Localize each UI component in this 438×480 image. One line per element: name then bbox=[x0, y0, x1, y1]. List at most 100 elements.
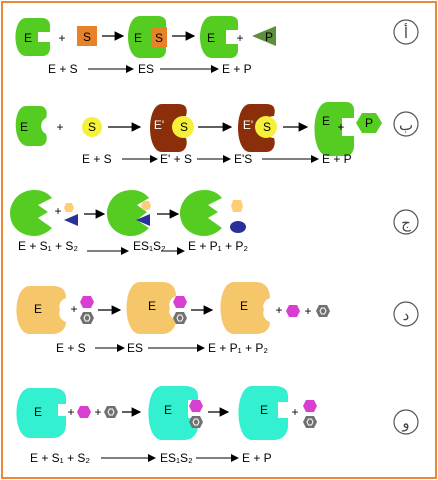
enzyme-label: E bbox=[164, 403, 172, 417]
enzyme-shape bbox=[107, 190, 149, 236]
row-label-circle bbox=[393, 209, 419, 235]
row-label-circle bbox=[393, 301, 419, 327]
enzyme-shape bbox=[314, 102, 354, 156]
product-magenta-hexagon bbox=[286, 305, 300, 317]
equation-term: E + S bbox=[56, 341, 86, 355]
substrate-magenta-hexagon bbox=[77, 406, 91, 418]
substrate-label: S bbox=[83, 30, 91, 44]
enzyme-shape bbox=[16, 286, 66, 334]
substrate-magenta-hexagon bbox=[80, 296, 94, 308]
hexagon-inner bbox=[319, 307, 327, 315]
plus-sign: + bbox=[70, 302, 77, 316]
product-grey-hexagon bbox=[316, 305, 330, 317]
bound-substrate bbox=[151, 27, 167, 47]
enzyme-shape bbox=[200, 16, 238, 58]
equation-term: ES₁S₂ bbox=[160, 451, 193, 465]
substrate-label: S bbox=[180, 120, 188, 134]
plus-sign: + bbox=[337, 120, 344, 134]
equation-term: ES bbox=[127, 341, 143, 355]
bound-substrate bbox=[172, 116, 194, 138]
row-jim: + E + S₁ + S₂ ES₁S₂ E + P₁ + P₂ ج bbox=[10, 190, 419, 255]
product-triangle bbox=[252, 26, 276, 46]
hexagon-inner bbox=[306, 418, 314, 426]
plus-sign: + bbox=[304, 304, 311, 318]
equation-term: E + P bbox=[222, 62, 252, 76]
plus-sign: + bbox=[54, 204, 61, 218]
row-alif: E + S E S E + P E + S ES E + P أ bbox=[15, 16, 419, 76]
substrate-small-hexagon bbox=[64, 203, 74, 212]
equation-term: E + P₁ + P₂ bbox=[188, 239, 248, 253]
row-label-circle bbox=[393, 111, 419, 137]
plus-sign: + bbox=[67, 405, 74, 419]
equation-term: E + S₁ + S₂ bbox=[30, 451, 90, 465]
bound-substrate-hexagon bbox=[141, 201, 151, 210]
enzyme-shape bbox=[128, 16, 166, 58]
enzyme-shape bbox=[16, 388, 66, 438]
row-label: ج bbox=[401, 215, 411, 232]
enzyme-label: E bbox=[134, 31, 142, 45]
plus-sign: + bbox=[275, 303, 282, 317]
product-hexagon bbox=[356, 113, 382, 133]
substrate-square bbox=[77, 26, 97, 46]
hexagon-inner bbox=[192, 418, 200, 426]
product-label: P bbox=[265, 30, 273, 44]
bound-magenta-hexagon bbox=[189, 400, 203, 412]
row-label: د bbox=[403, 307, 410, 324]
plus-sign: + bbox=[58, 31, 65, 45]
equation-term: ES₁S₂ bbox=[133, 239, 166, 253]
hexagon-inner bbox=[83, 314, 91, 322]
enzyme-label: E bbox=[34, 405, 42, 419]
enzyme-shape bbox=[15, 18, 50, 56]
row-ba: E + S E' S E' S E + P E + S E' + S E'S E… bbox=[15, 102, 419, 166]
enzyme-label: E bbox=[34, 302, 42, 316]
enzyme-shape bbox=[10, 190, 52, 236]
enzyme-shape bbox=[238, 386, 288, 440]
bound-grey-hexagon bbox=[173, 312, 187, 324]
plus-sign: + bbox=[291, 405, 298, 419]
enzyme-label: E' bbox=[154, 118, 164, 132]
equation-term: E + P bbox=[322, 152, 352, 166]
row-dal: E + E E + + E + S ES E + P₁ + P₂ د bbox=[16, 282, 419, 355]
row-label: ب bbox=[399, 117, 413, 134]
equation-term: ES bbox=[138, 62, 154, 76]
enzyme-label: E bbox=[322, 114, 330, 128]
row-label-circle bbox=[393, 19, 419, 45]
row-label-circle bbox=[393, 409, 419, 435]
enzyme-shape bbox=[148, 386, 198, 440]
hexagon-inner bbox=[107, 408, 115, 416]
enzyme-label: E bbox=[240, 299, 248, 313]
enzyme-shape bbox=[180, 190, 222, 236]
equation-term: E' + S bbox=[160, 152, 192, 166]
enzyme-label: E bbox=[20, 120, 28, 134]
enzyme-label: E bbox=[207, 31, 215, 45]
product-grey-hexagon bbox=[303, 416, 317, 428]
plus-sign: + bbox=[94, 405, 101, 419]
bound-grey-hexagon bbox=[189, 416, 203, 428]
equation-term: E + S₁ + S₂ bbox=[18, 239, 78, 253]
row-waw: E + + E E + E + S₁ + S₂ ES₁S₂ E + P و bbox=[16, 386, 419, 465]
substrate-label: S bbox=[263, 120, 271, 134]
enzyme-label: E bbox=[24, 31, 32, 45]
bound-magenta-hexagon bbox=[173, 296, 187, 308]
bound-substrate-triangle bbox=[136, 214, 150, 226]
plus-sign: + bbox=[56, 120, 63, 134]
plus-sign: + bbox=[236, 31, 243, 45]
enzyme-shape bbox=[126, 282, 176, 334]
enzyme-label: E' bbox=[243, 118, 253, 132]
product-hexagon bbox=[231, 200, 243, 212]
row-label: أ bbox=[404, 23, 408, 42]
equation-term: E + P bbox=[242, 451, 272, 465]
substrate-label: S bbox=[155, 31, 163, 45]
row-label: و bbox=[401, 415, 409, 432]
substrate-grey-hexagon bbox=[104, 406, 118, 418]
bound-substrate bbox=[255, 116, 277, 138]
hexagon-inner bbox=[176, 314, 184, 322]
enzyme-shape bbox=[15, 106, 47, 146]
substrate-grey-hexagon bbox=[80, 312, 94, 324]
equation-term: E + S bbox=[48, 62, 78, 76]
product-magenta-hexagon bbox=[303, 400, 317, 412]
substrate-label: S bbox=[88, 120, 96, 134]
enzyme-label: E bbox=[260, 403, 268, 417]
